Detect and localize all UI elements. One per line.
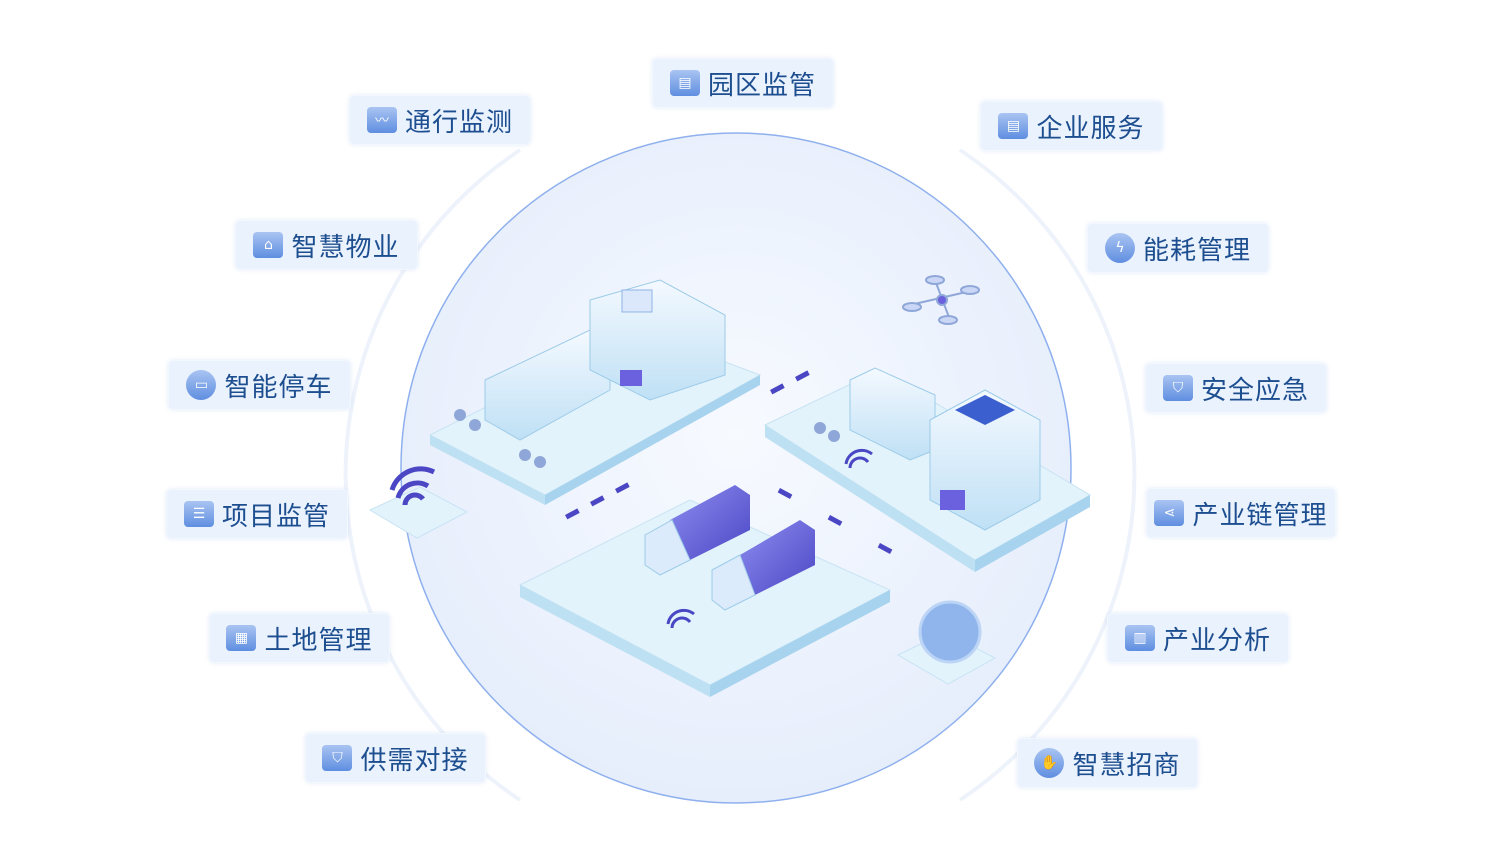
wifi-pad (368, 466, 469, 539)
feature-land-management[interactable]: ▦土地管理 (209, 613, 390, 663)
handshake-icon: ✋ (1034, 748, 1065, 778)
shield-pulse-icon: ⛉ (1162, 375, 1193, 401)
feature-park-supervision[interactable]: ▤园区监管 (652, 58, 834, 108)
house-tools-icon: ⌂ (253, 232, 284, 258)
enterprise-shield-icon: ▤ (998, 113, 1029, 139)
land-grid-icon: ▦ (226, 625, 257, 651)
outer-arc-right (958, 148, 1137, 802)
feature-traffic-monitoring[interactable]: 〰通行监测 (349, 95, 531, 145)
globe-www-pad (896, 600, 997, 685)
exchange-shield-icon: ⛉ (322, 745, 353, 771)
road-markings (565, 370, 893, 554)
drone-icon (902, 275, 980, 325)
office-block (763, 367, 1091, 572)
factory-block (428, 279, 762, 505)
park-circle (400, 132, 1072, 804)
feature-project-supervision[interactable]: ☰项目监管 (166, 489, 348, 539)
share-icon: ⋖ (1154, 500, 1185, 526)
logistics-block (518, 485, 892, 697)
outer-arc-left (343, 148, 522, 802)
list-icon: ☰ (183, 501, 214, 527)
feature-supply-demand[interactable]: ⛉供需对接 (305, 733, 486, 783)
car-icon: ▭ (186, 370, 217, 400)
feature-investment-attraction[interactable]: ✋智慧招商 (1017, 738, 1198, 788)
monitor-chart-icon: 〰 (366, 107, 397, 133)
feature-enterprise-service[interactable]: ▤企业服务 (980, 101, 1163, 151)
building-tree-icon: ▤ (669, 70, 700, 96)
feature-smart-parking[interactable]: ▭智能停车 (168, 360, 351, 410)
feature-safety-emergency[interactable]: ⛉安全应急 (1145, 363, 1327, 413)
bar-chart-icon: ▥ (1124, 625, 1155, 651)
feature-smart-property[interactable]: ⌂智慧物业 (235, 220, 418, 270)
feature-industry-chain[interactable]: ⋖产业链管理 (1146, 488, 1336, 538)
lightning-icon: ϟ (1104, 233, 1135, 263)
feature-industry-analysis[interactable]: ▥产业分析 (1107, 613, 1289, 663)
